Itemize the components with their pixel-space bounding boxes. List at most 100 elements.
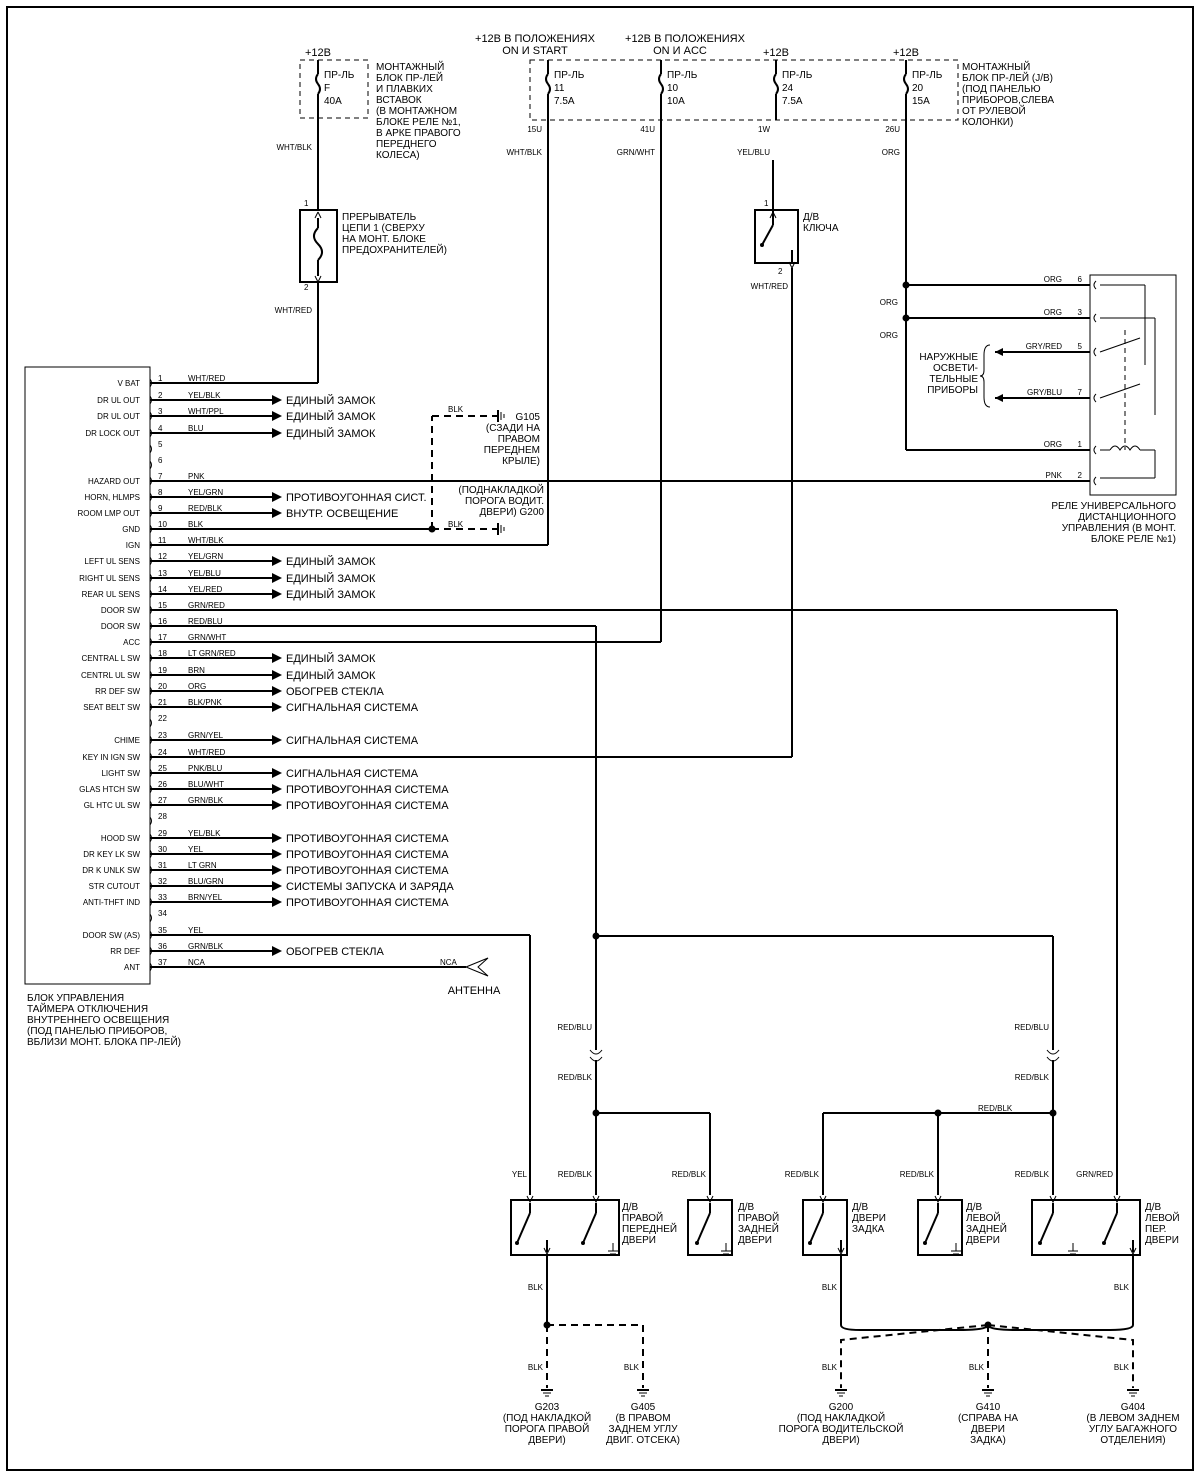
destination-label: ПРОТИВОУГОННАЯ СИСТЕМА bbox=[286, 800, 449, 812]
wire-label: NCA bbox=[188, 958, 206, 967]
pin-label: 1W bbox=[758, 125, 770, 134]
wire-label: RED/BLK bbox=[672, 1170, 707, 1179]
wire-label: RED/BLK bbox=[978, 1104, 1013, 1113]
antenna-label: АНТЕННА bbox=[448, 985, 501, 997]
wire-label: LT GRN bbox=[188, 861, 217, 870]
pin-name: SEAT BELT SW bbox=[83, 703, 140, 712]
destination-label: ПРОТИВОУГОННАЯ СИСТЕМА bbox=[286, 897, 449, 909]
pin-number: 23 bbox=[158, 731, 167, 740]
pin-number: 10 bbox=[158, 520, 167, 529]
label-line: ТАЙМЕРА ОТКЛЮЧЕНИЯ bbox=[27, 1002, 148, 1015]
pin-name: DR KEY LK SW bbox=[83, 850, 140, 859]
label-line: ОСВЕТИ- bbox=[933, 363, 978, 374]
label-line: КОЛЕСА) bbox=[376, 150, 420, 161]
pin-number: 29 bbox=[158, 829, 167, 838]
wire-label: RED/BLK bbox=[1015, 1170, 1050, 1179]
door-switch-label: Д/В bbox=[738, 1202, 755, 1213]
wire-label: BLK bbox=[448, 405, 464, 414]
pin-number: 32 bbox=[158, 877, 167, 886]
label-line: ЦЕПИ 1 (СВЕРХУ bbox=[342, 223, 425, 234]
pin-name: IGN bbox=[126, 541, 140, 550]
pin-number: 5 bbox=[1078, 342, 1083, 351]
label-line: БЛОК УПРАВЛЕНИЯ bbox=[27, 993, 124, 1004]
fuse-name: ПР-ЛЬ bbox=[782, 70, 813, 81]
wire-label: GRN/WHT bbox=[617, 148, 655, 157]
destination-label: ЕДИНЫЙ ЗАМОК bbox=[286, 652, 376, 665]
pin-label: 2 bbox=[778, 267, 783, 276]
wire-label: WHT/BLK bbox=[188, 536, 224, 545]
wire-label: YEL/RED bbox=[188, 585, 222, 594]
pin-number: 18 bbox=[158, 649, 167, 658]
wire-label: WHT/RED bbox=[188, 748, 226, 757]
wire-label: GRY/RED bbox=[1026, 342, 1063, 351]
label-line: ВНУТРЕННЕГО ОСВЕЩЕНИЯ bbox=[27, 1015, 169, 1026]
wire-label: BLK bbox=[822, 1283, 838, 1292]
module-pin: 34 bbox=[149, 909, 167, 923]
wire-label: YEL bbox=[188, 926, 204, 935]
label-line: (СЗАДИ НА bbox=[486, 423, 540, 434]
pin-number: 14 bbox=[158, 585, 167, 594]
wire-label: YEL bbox=[512, 1170, 528, 1179]
label-line: ДИСТАНЦИОННОГО bbox=[1078, 512, 1176, 523]
page-frame bbox=[6, 6, 1194, 1471]
fuse-amp: 7.5A bbox=[782, 96, 803, 107]
module-pin: 6 bbox=[149, 456, 163, 470]
pin-number: 37 bbox=[158, 958, 167, 967]
fuse-name: ПР-ЛЬ bbox=[324, 70, 355, 81]
wire-label: GRN/BLK bbox=[188, 942, 224, 951]
supply-label: +12В bbox=[763, 47, 789, 59]
label-line: И ПЛАВКИХ bbox=[376, 84, 433, 95]
label-line: УПРАВЛЕНИЯ (В МОНТ. bbox=[1062, 523, 1176, 534]
pin-number: 17 bbox=[158, 633, 167, 642]
pin-name: KEY IN IGN SW bbox=[82, 753, 140, 762]
label-line: ПОРОГА ВОДИТ. bbox=[465, 496, 544, 507]
wire-label: NCA bbox=[440, 958, 458, 967]
label-line: КОЛОНКИ) bbox=[962, 117, 1013, 128]
pin-number: 6 bbox=[158, 456, 163, 465]
pin-number: 15 bbox=[158, 601, 167, 610]
jb-fuse-block: +12В В ПОЛОЖЕНИЯХ ON И START +12В В ПОЛО… bbox=[475, 33, 1054, 157]
label-line: БЛОК ПР-ЛЕЙ (J/B) bbox=[962, 71, 1053, 84]
wire-label: GRN/RED bbox=[1076, 1170, 1113, 1179]
door-switch-label: ДВЕРИ bbox=[852, 1213, 886, 1224]
pin-number: 13 bbox=[158, 569, 167, 578]
wire-label: YEL/BLU bbox=[737, 148, 770, 157]
pin-label: 1 bbox=[304, 199, 309, 208]
pin-number: 21 bbox=[158, 698, 167, 707]
ground-label: ДВЕРИ bbox=[971, 1424, 1005, 1435]
wire-label: BLU/WHT bbox=[188, 780, 224, 789]
wire-label: GRN/YEL bbox=[188, 731, 224, 740]
pin-number: 9 bbox=[158, 504, 163, 513]
label-line: НА МОНТ. БЛОКЕ bbox=[342, 234, 426, 245]
pin-number: 7 bbox=[1078, 388, 1083, 397]
ground-label: ПОРОГА ПРАВОЙ bbox=[505, 1422, 590, 1435]
wire-label: BLK bbox=[528, 1363, 544, 1372]
pin-number: 25 bbox=[158, 764, 167, 773]
label-line: (ПОД ПАНЕЛЬЮ ПРИБОРОВ, bbox=[27, 1026, 167, 1037]
wire-label: RED/BLU bbox=[188, 617, 223, 626]
